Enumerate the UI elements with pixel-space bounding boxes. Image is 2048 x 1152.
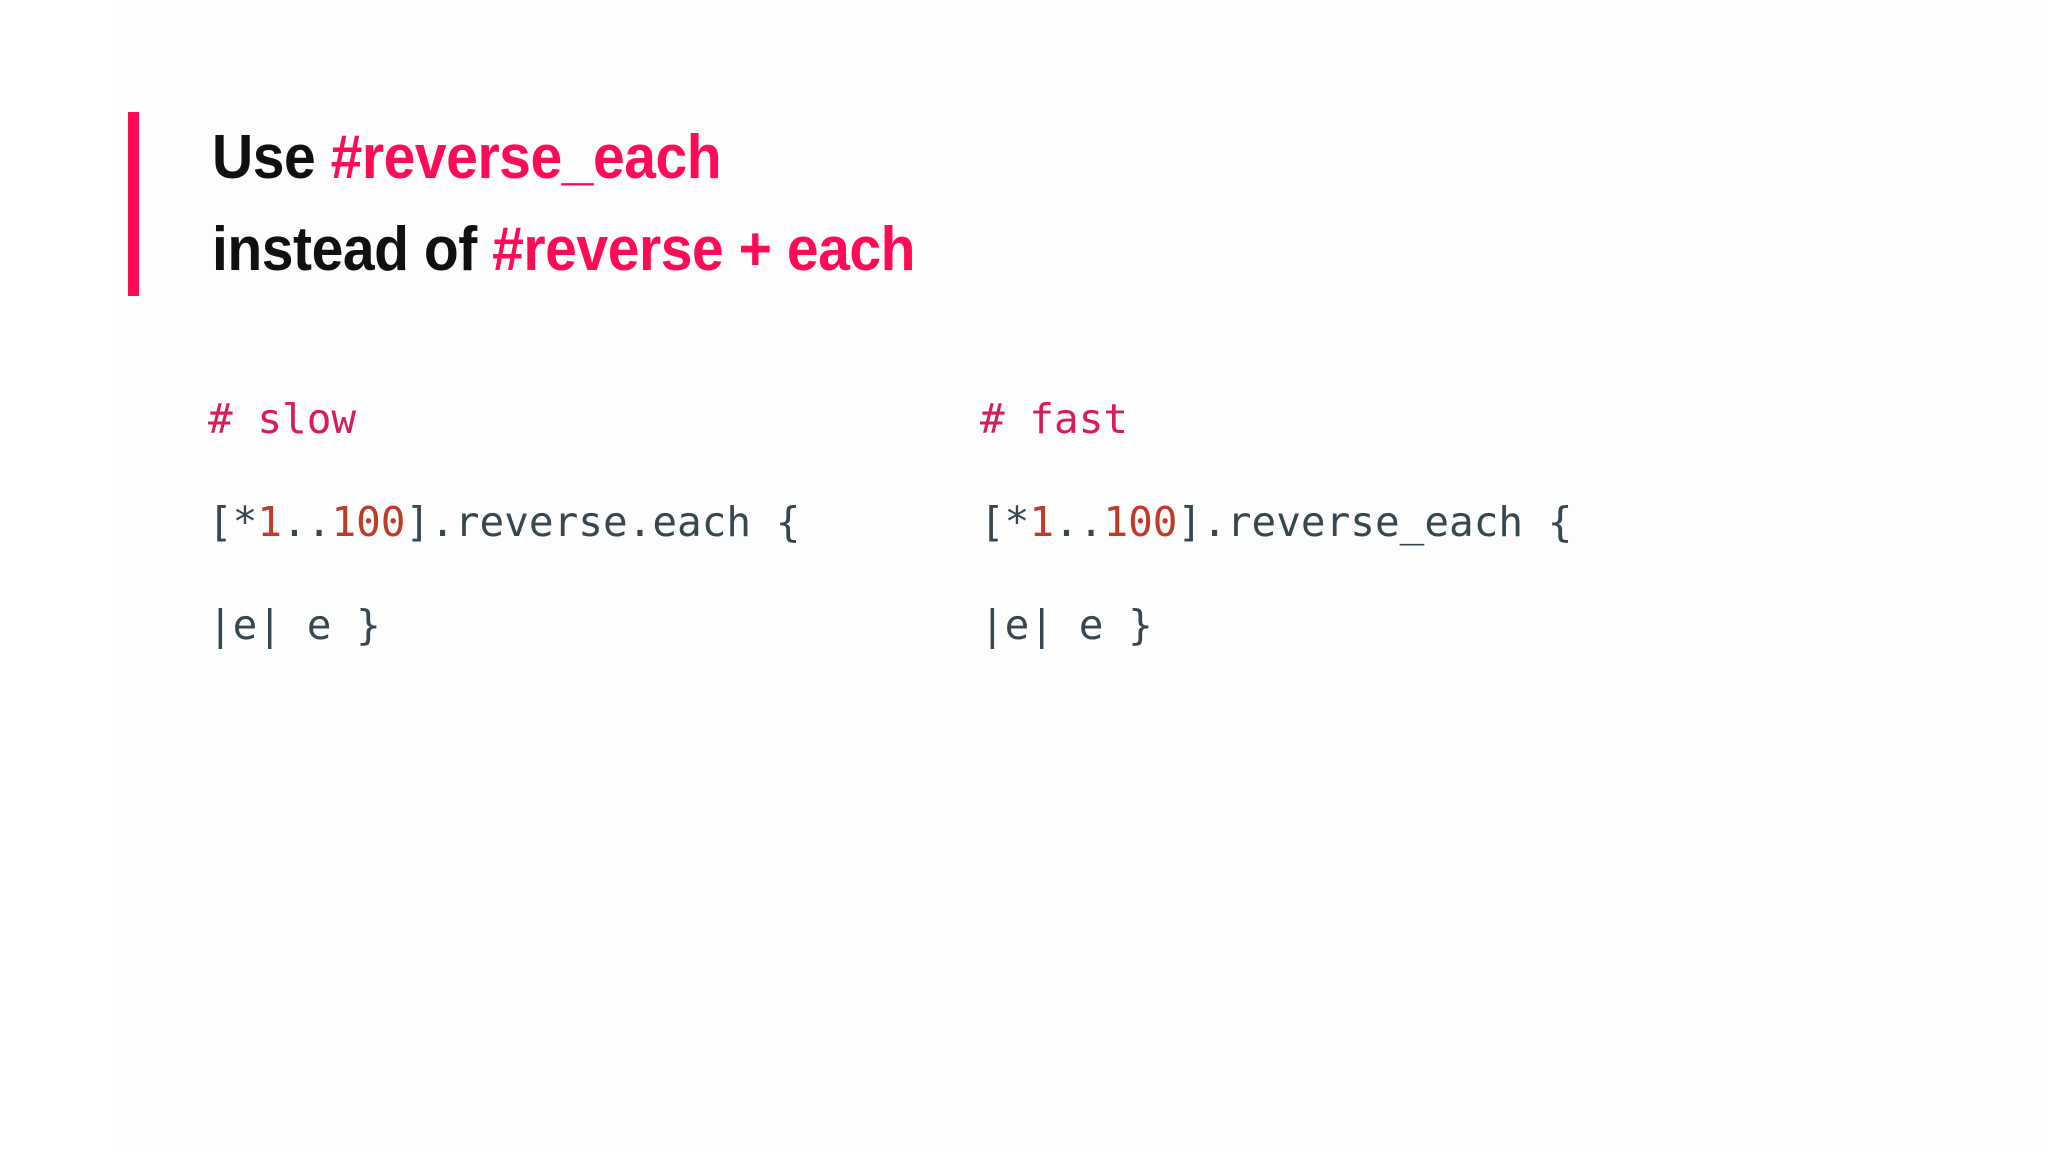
title-block: Use #reverse_each instead of #reverse + … bbox=[128, 112, 976, 296]
token-close-bracket: ] bbox=[1177, 498, 1203, 546]
token-range-op: .. bbox=[282, 498, 332, 546]
token-open-brace: { bbox=[1523, 498, 1573, 546]
title-line-1-accent: #reverse_each bbox=[330, 123, 722, 192]
token-range-end: 100 bbox=[1103, 498, 1178, 546]
title-line-2-plain: instead of bbox=[212, 215, 493, 284]
token-open-brace: { bbox=[751, 498, 801, 546]
title-line-2-accent: #reverse + each bbox=[492, 215, 916, 284]
code-line-slow-2: |e| e } bbox=[208, 601, 381, 649]
code-comment-slow: # slow bbox=[208, 395, 357, 443]
title-line-1: Use #reverse_each bbox=[212, 112, 915, 204]
token-method-call: .reverse.each bbox=[430, 498, 752, 546]
code-line-fast-2: |e| e } bbox=[980, 601, 1153, 649]
page-panel bbox=[118, 0, 2048, 1152]
code-column-slow: # slow [*1..100].reverse.each { |e| e } bbox=[208, 368, 980, 677]
token-close-bracket: ] bbox=[405, 498, 431, 546]
code-line-fast-1: [*1..100].reverse_each { bbox=[980, 471, 1740, 574]
title-line-2: instead of #reverse + each bbox=[212, 204, 915, 296]
code-comment-fast: # fast bbox=[980, 395, 1129, 443]
accent-bar bbox=[128, 112, 139, 296]
page-title: Use #reverse_each instead of #reverse + … bbox=[212, 112, 976, 296]
code-area: # slow [*1..100].reverse.each { |e| e } … bbox=[208, 368, 1740, 677]
token-open-bracket: [* bbox=[208, 498, 258, 546]
code-column-fast: # fast [*1..100].reverse_each { |e| e } bbox=[980, 368, 1740, 677]
token-range-start: 1 bbox=[1029, 498, 1055, 546]
code-line-slow-1: [*1..100].reverse.each { bbox=[208, 471, 980, 574]
token-range-op: .. bbox=[1054, 498, 1104, 546]
token-method-call: .reverse_each bbox=[1202, 498, 1524, 546]
title-line-1-plain: Use bbox=[212, 123, 331, 192]
token-range-start: 1 bbox=[257, 498, 283, 546]
token-range-end: 100 bbox=[331, 498, 406, 546]
token-open-bracket: [* bbox=[980, 498, 1030, 546]
